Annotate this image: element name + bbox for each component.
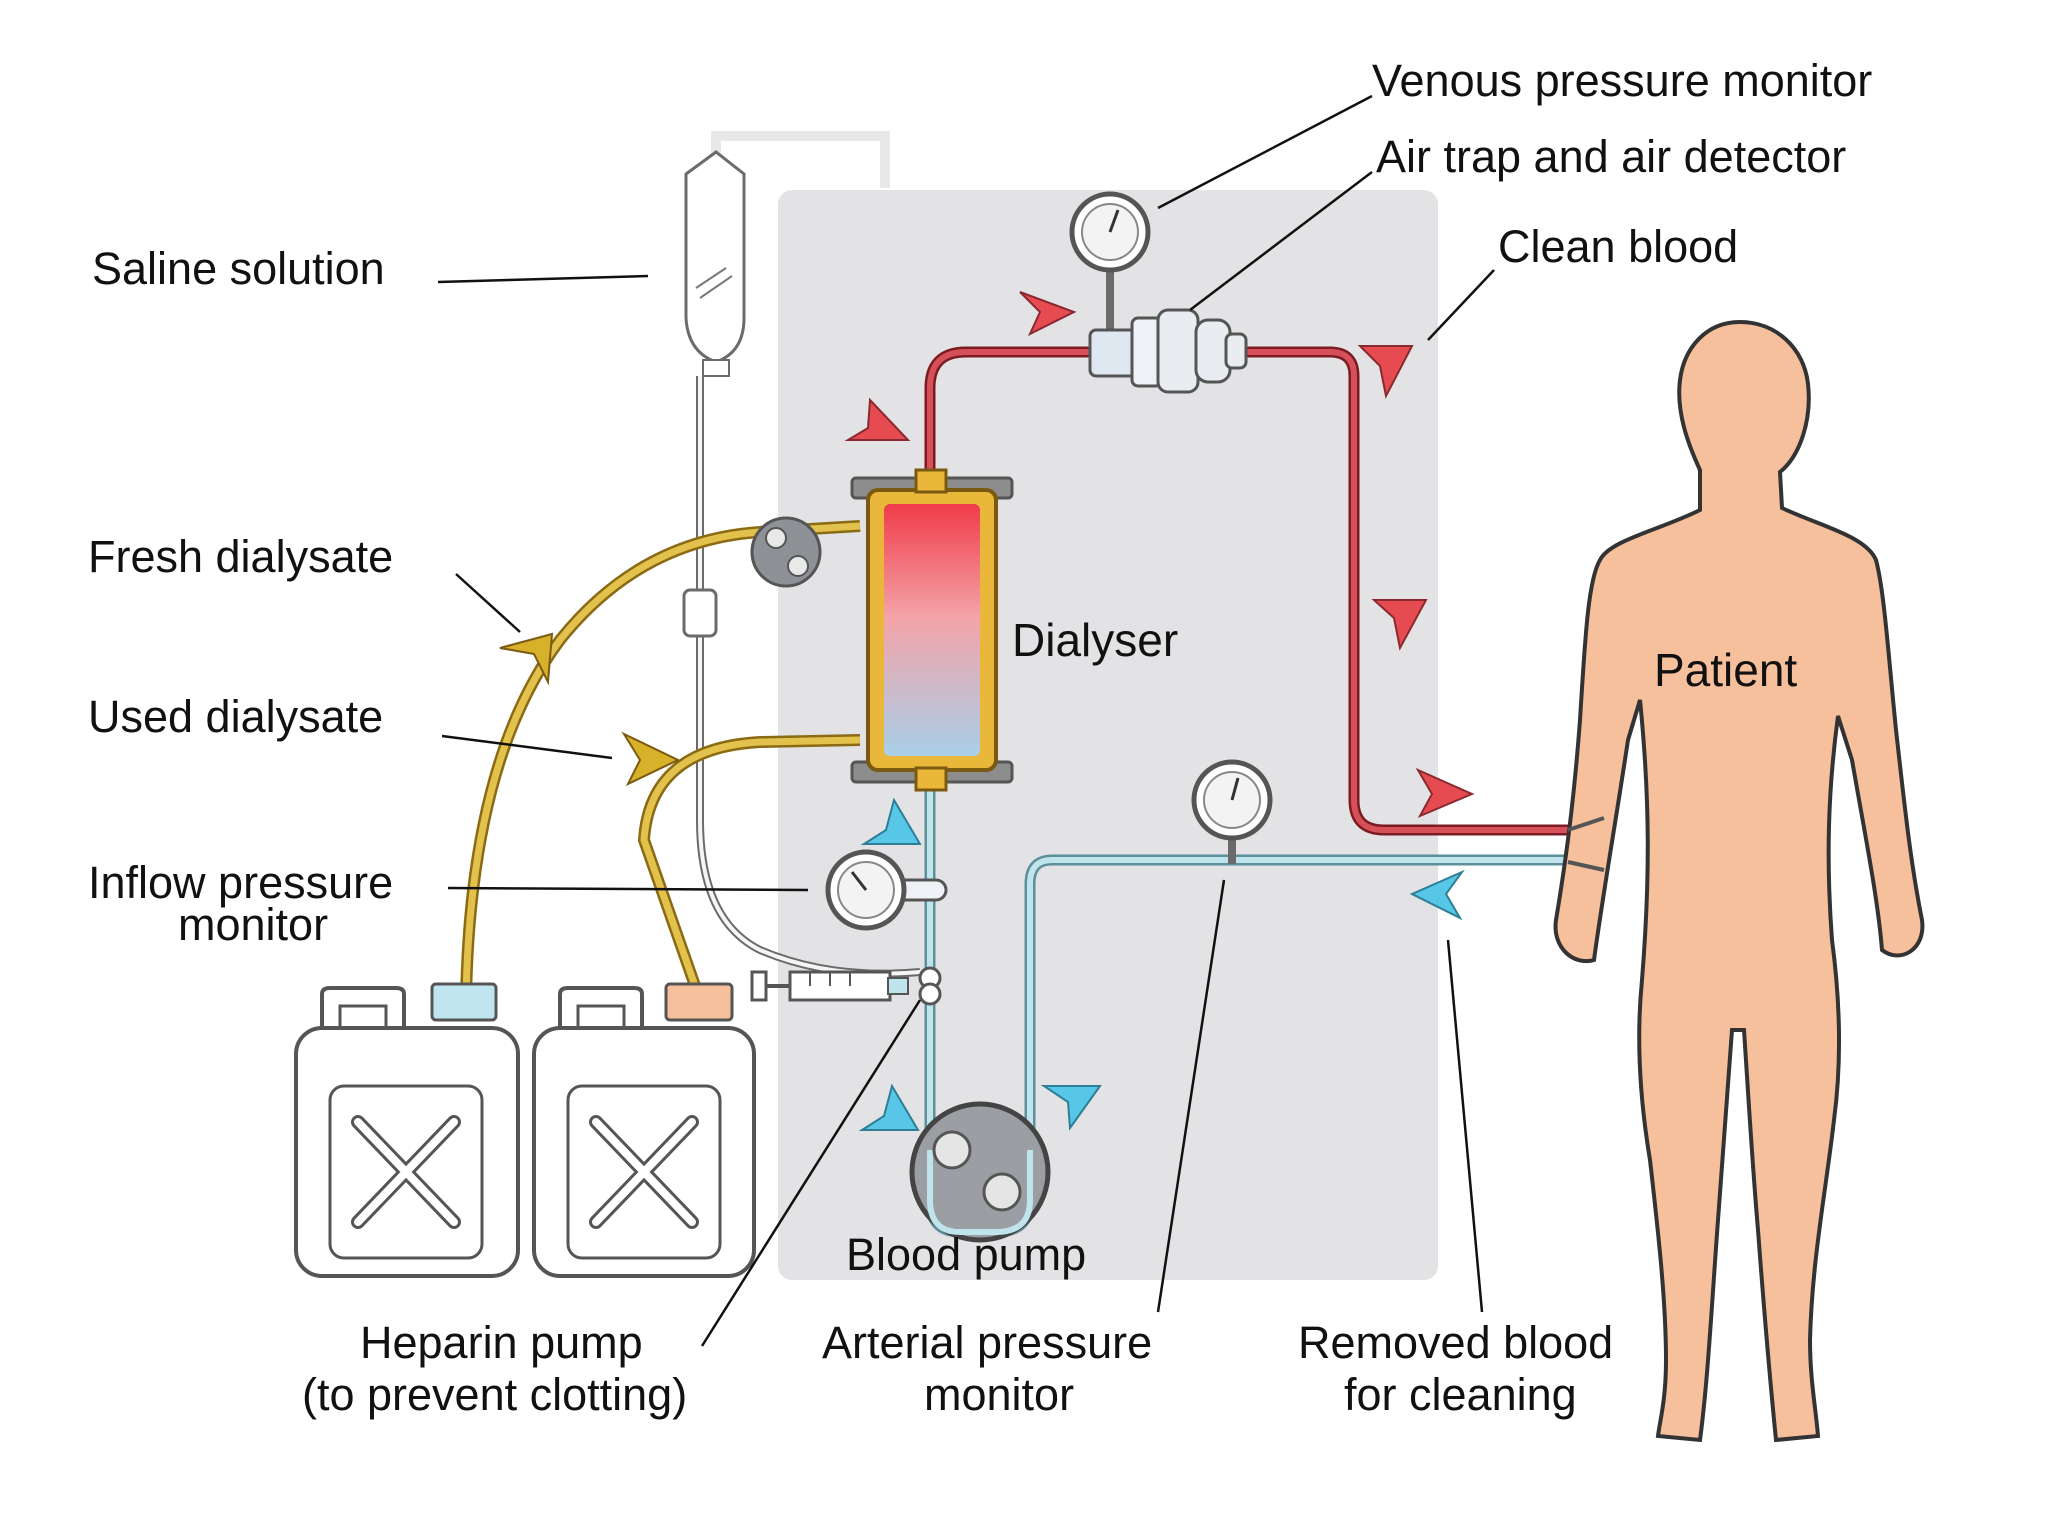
venous-pressure-gauge	[1069, 191, 1151, 330]
arrow-down-icon	[1371, 599, 1428, 651]
arrow-up-icon	[860, 797, 922, 845]
arrow-down-icon	[1357, 345, 1414, 399]
arrow-down-icon	[1040, 1085, 1102, 1131]
arrow-right-icon	[1019, 291, 1077, 337]
patient-label: Patient	[1654, 644, 1797, 696]
fresh-dialysate-canister	[294, 982, 520, 1278]
air-trap-label: Air trap and air detector	[1376, 131, 1846, 182]
blood-pump-label: Blood pump	[846, 1229, 1086, 1280]
access-needles	[1567, 816, 1605, 872]
dialysate-arrows	[499, 632, 681, 787]
arrow-right-icon	[621, 731, 681, 787]
removed-label-line1: Removed blood	[1298, 1317, 1613, 1368]
arterial-label-line1: Arterial pressure	[822, 1317, 1152, 1368]
heparin-syringe	[750, 966, 942, 1006]
dialysis-machine-panel	[778, 190, 1438, 1280]
leader-lines	[437, 94, 1495, 1347]
saline-drip-chamber	[682, 588, 718, 638]
inflow-pressure-label-line1: Inflow pressure	[88, 857, 393, 908]
arrow-left-icon	[1409, 869, 1465, 921]
saline-bag	[684, 150, 746, 377]
arrow-up-icon	[844, 397, 911, 441]
blood-pump	[909, 1101, 1051, 1243]
air-trap	[1088, 308, 1248, 394]
inflow-pressure-gauge	[825, 849, 948, 931]
venous-pressure-monitor-label: Venous pressure monitor	[1372, 55, 1872, 106]
saline-solution-label: Saline solution	[92, 243, 385, 294]
removed-label-line2: for cleaning	[1344, 1369, 1577, 1420]
dialyser-label: Dialyser	[1012, 614, 1178, 666]
arrow-icon	[499, 632, 554, 686]
dialysate-pump	[750, 516, 822, 588]
heparin-label-line2: (to prevent clotting)	[302, 1369, 687, 1420]
arrow-right-icon	[1415, 767, 1475, 819]
patient-silhouette	[1553, 319, 1925, 1443]
dialyser	[850, 468, 1014, 792]
fresh-dialysate-label: Fresh dialysate	[88, 531, 393, 582]
heparin-label-line1: Heparin pump	[360, 1317, 643, 1368]
arrow-up-icon	[858, 1083, 920, 1131]
clean-blood-arrows	[844, 291, 1475, 819]
inflow-pressure-label-line2: monitor	[178, 899, 328, 950]
clean-blood-label: Clean blood	[1498, 221, 1738, 272]
used-dialysate-label: Used dialysate	[88, 691, 383, 742]
arterial-pressure-gauge	[1191, 759, 1273, 864]
used-dialysate-canister	[532, 982, 756, 1278]
removed-blood-arrows	[858, 797, 1465, 1131]
arterial-label-line2: monitor	[924, 1369, 1074, 1420]
